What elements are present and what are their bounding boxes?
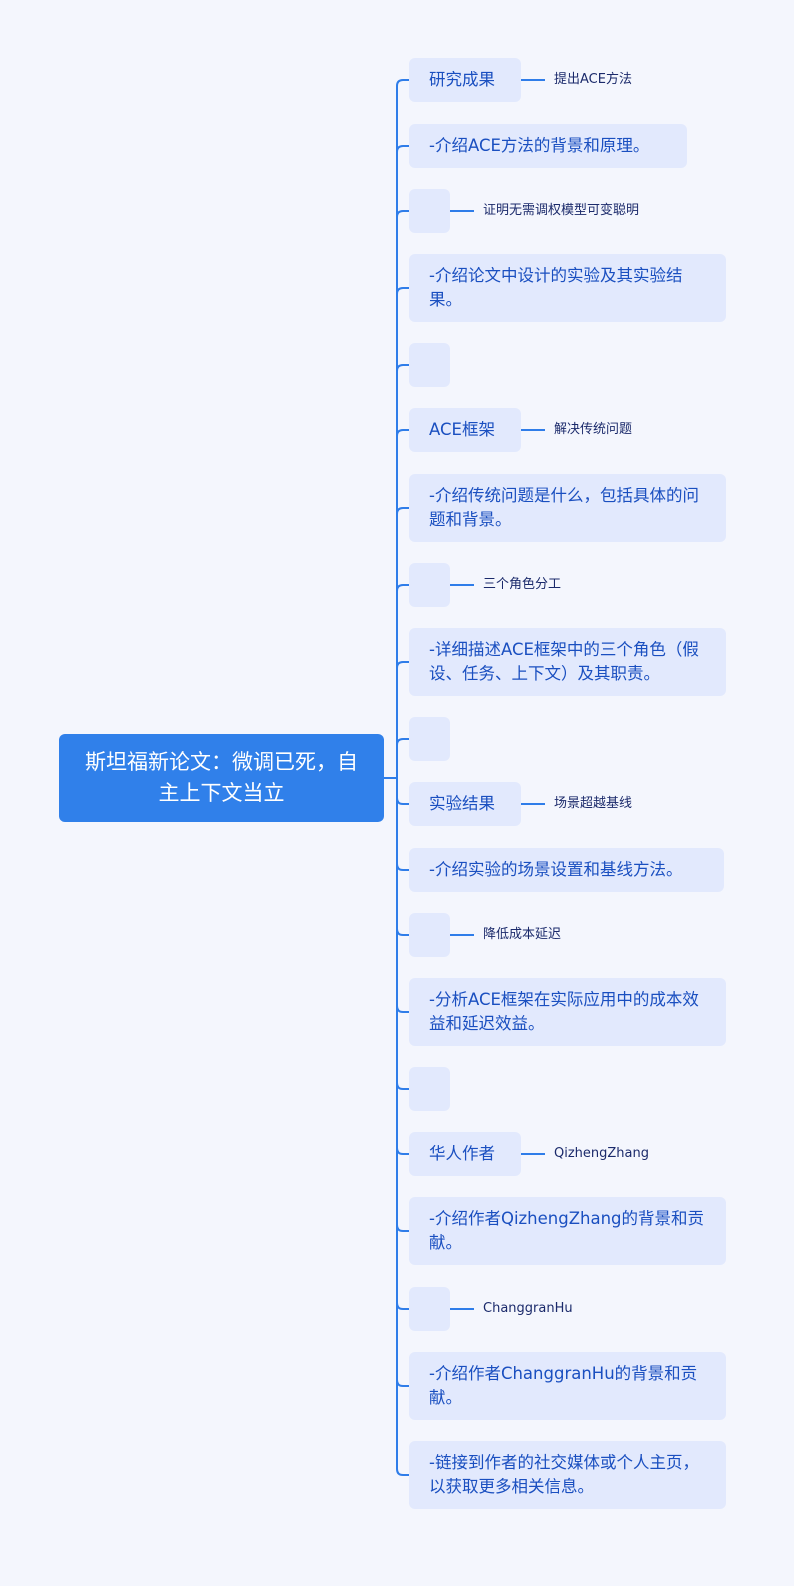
topic-node[interactable]: -介绍ACE方法的背景和原理。 [409, 124, 687, 168]
topic-node[interactable]: -详细描述ACE框架中的三个角色（假设、任务、上下文）及其职责。 [409, 628, 726, 696]
topic-node[interactable]: -介绍作者ChanggranHu的背景和贡献。 [409, 1352, 726, 1420]
branch-connector [396, 79, 409, 87]
topic-node[interactable]: ACE框架 [409, 408, 521, 452]
branch-connector [396, 1379, 409, 1387]
topic-node[interactable]: 研究成果 [409, 58, 521, 102]
branch-connector [396, 661, 409, 669]
topic-node[interactable]: -介绍作者QizhengZhang的背景和贡献。 [409, 1197, 726, 1265]
topic-text: -介绍实验的场景设置和基线方法。 [429, 860, 683, 879]
branch-connector [396, 928, 409, 936]
topic-node[interactable] [409, 343, 450, 387]
branch-connector [396, 584, 409, 592]
topic-label[interactable]: 降低成本延迟 [483, 927, 562, 942]
branch-connector [396, 797, 409, 805]
topic-label[interactable]: 场景超越基线 [554, 796, 633, 811]
topic-label[interactable]: ChanggranHu [483, 1301, 573, 1316]
root-topic[interactable]: 斯坦福新论文：微调已死，自主上下文当立 [59, 734, 384, 822]
branch-connector [396, 738, 409, 746]
branch-connector [396, 1224, 409, 1232]
topic-text: -介绍论文中设计的实验及其实验结果。 [429, 266, 683, 309]
topic-text: -详细描述ACE框架中的三个角色（假设、任务、上下文）及其职责。 [429, 640, 699, 683]
topic-node[interactable]: 实验结果 [409, 782, 521, 826]
branch-connector [396, 1005, 409, 1013]
root-title: 斯坦福新论文：微调已死，自主上下文当立 [85, 750, 358, 805]
topic-node[interactable]: -分析ACE框架在实际应用中的成本效益和延迟效益。 [409, 978, 726, 1046]
branch-connector [396, 287, 409, 295]
topic-text: -介绍传统问题是什么，包括具体的问题和背景。 [429, 486, 699, 529]
branch-connector [396, 364, 409, 372]
topic-text: -链接到作者的社交媒体或个人主页，以获取更多相关信息。 [429, 1453, 699, 1496]
branch-connector [396, 429, 409, 437]
topic-text: -介绍作者ChanggranHu的背景和贡献。 [429, 1364, 698, 1407]
topic-node[interactable] [409, 563, 450, 607]
topic-node[interactable] [409, 1287, 450, 1331]
topic-node[interactable]: -介绍论文中设计的实验及其实验结果。 [409, 254, 726, 322]
topic-text: -介绍ACE方法的背景和原理。 [429, 136, 650, 155]
topic-node[interactable] [409, 189, 450, 233]
topic-node[interactable] [409, 1067, 450, 1111]
branch-connector [396, 1468, 409, 1476]
topic-label[interactable]: 提出ACE方法 [554, 72, 632, 87]
branch-connector [396, 145, 409, 153]
topic-node[interactable]: -介绍传统问题是什么，包括具体的问题和背景。 [409, 474, 726, 542]
branch-connector [396, 507, 409, 515]
branch-connector [396, 1302, 409, 1310]
topic-label[interactable]: 解决传统问题 [554, 422, 633, 437]
branch-connector [396, 1082, 409, 1090]
topic-text: 实验结果 [429, 794, 495, 813]
topic-node[interactable]: -链接到作者的社交媒体或个人主页，以获取更多相关信息。 [409, 1441, 726, 1509]
topic-text: 华人作者 [429, 1144, 495, 1163]
topic-node[interactable]: 华人作者 [409, 1132, 521, 1176]
branch-connector [396, 210, 409, 218]
topic-label[interactable]: QizhengZhang [554, 1146, 649, 1161]
topic-text: -分析ACE框架在实际应用中的成本效益和延迟效益。 [429, 990, 699, 1033]
branch-connector [396, 1147, 409, 1155]
topic-node[interactable] [409, 913, 450, 957]
topic-text: ACE框架 [429, 420, 495, 439]
branch-connector [396, 863, 409, 871]
topic-node[interactable] [409, 717, 450, 761]
topic-label[interactable]: 三个角色分工 [483, 577, 562, 592]
topic-node[interactable]: -介绍实验的场景设置和基线方法。 [409, 848, 724, 892]
topic-text: -介绍作者QizhengZhang的背景和贡献。 [429, 1209, 705, 1252]
topic-text: 研究成果 [429, 70, 495, 89]
topic-label[interactable]: 证明无需调权模型可变聪明 [483, 203, 640, 218]
